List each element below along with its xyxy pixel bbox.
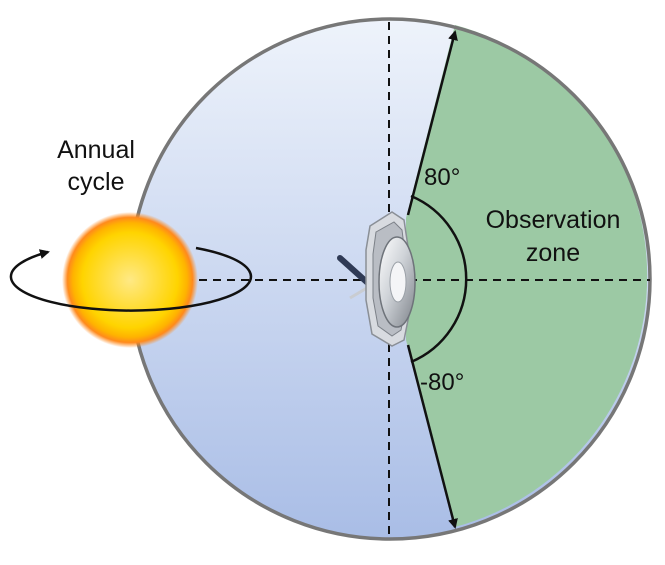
angle-top-label: 80° — [424, 164, 460, 191]
angle-arc — [410, 194, 468, 364]
observation-zone-label-line2: zone — [526, 239, 580, 267]
lower-boundary-line — [406, 344, 458, 529]
annual-cycle-label-line1: Annual — [57, 136, 135, 164]
angle-bottom-label: -80° — [420, 369, 464, 396]
telescope-icon — [337, 211, 416, 347]
sun-icon — [62, 212, 198, 348]
upper-boundary-line — [406, 30, 458, 216]
observation-zone-label-line1: Observation — [486, 206, 621, 234]
annual-cycle-label-line2: cycle — [68, 168, 125, 196]
observation-zone-sector — [406, 25, 648, 527]
orbit-arrow-icon — [9, 246, 253, 312]
